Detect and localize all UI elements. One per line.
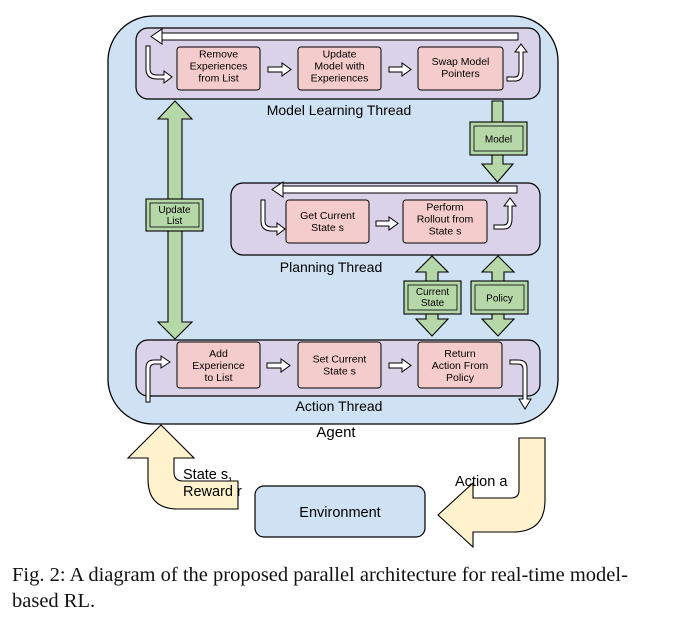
label-line: State bbox=[421, 298, 445, 309]
planning-thread-title: Planning Thread bbox=[280, 259, 382, 275]
planning-entry-arrow bbox=[260, 199, 286, 236]
label-line: Experiences bbox=[190, 61, 248, 73]
update-list-connector bbox=[145, 198, 204, 232]
label-line: Action a bbox=[455, 474, 508, 490]
model-learning-exit-arrow bbox=[506, 43, 528, 82]
label-line: Remove bbox=[199, 49, 238, 61]
label-line: Add bbox=[209, 348, 228, 360]
label-line: Current bbox=[416, 287, 450, 298]
update-list-connector-inner bbox=[149, 202, 200, 228]
label-line: Model with bbox=[314, 61, 364, 73]
label-line: Return bbox=[444, 348, 476, 360]
label-line: Pointers bbox=[441, 68, 480, 80]
arrow-remove-to-update bbox=[267, 62, 292, 77]
label-line: State s, bbox=[183, 467, 232, 483]
arrow-set-to-return bbox=[388, 358, 412, 373]
action-thread-title: Action Thread bbox=[296, 398, 383, 414]
state-reward-label: State s,Reward r bbox=[183, 467, 242, 500]
label-line: Swap Model bbox=[432, 56, 490, 68]
action-loop-arrow bbox=[437, 437, 546, 549]
label-line: Policy bbox=[446, 372, 475, 384]
agent-label: Agent bbox=[316, 424, 356, 441]
label-line: Reward r bbox=[183, 484, 242, 500]
figure-caption: Fig. 2: A diagram of the proposed parall… bbox=[12, 564, 628, 612]
action-entry-arrow bbox=[145, 355, 171, 403]
step-return-action bbox=[417, 341, 503, 389]
step-perform-rollout bbox=[402, 199, 488, 244]
label-line: State s bbox=[323, 366, 356, 378]
planning-thread bbox=[230, 182, 541, 256]
label-line: Model bbox=[485, 135, 512, 146]
label-line: State s bbox=[311, 222, 344, 234]
step-get-current-state bbox=[285, 199, 370, 244]
model-learning-top-return-arrow bbox=[150, 28, 519, 45]
model-connector bbox=[469, 121, 528, 156]
policy-connector bbox=[470, 280, 529, 315]
state-reward-loop-arrow bbox=[126, 424, 239, 510]
label-line: Experiences bbox=[311, 73, 369, 85]
current-state-connector bbox=[403, 280, 462, 315]
policy-label: Policy bbox=[486, 294, 513, 305]
label-line: Update bbox=[323, 49, 357, 61]
step-add-experience bbox=[176, 341, 261, 389]
model-connector-inner bbox=[473, 125, 524, 152]
step-remove-experiences bbox=[176, 46, 261, 91]
step-swap-model-pointers bbox=[417, 46, 504, 91]
label-line: State s bbox=[429, 226, 462, 238]
label-line: Update bbox=[158, 205, 191, 216]
label-line: Experience bbox=[192, 360, 245, 372]
label-line: List bbox=[167, 216, 183, 227]
model-learning-entry-arrow bbox=[145, 45, 173, 84]
model-label: Model bbox=[485, 135, 512, 146]
planning-top-return-arrow bbox=[271, 181, 518, 198]
label-line: Action From bbox=[432, 360, 489, 372]
step-set-current-state bbox=[297, 341, 382, 389]
action-exit-arrow bbox=[509, 359, 532, 410]
planning-exit-arrow bbox=[493, 197, 517, 230]
label-line: to List bbox=[204, 372, 232, 384]
label-line: Get Current bbox=[300, 210, 355, 222]
label-line: from List bbox=[198, 73, 238, 85]
environment-box bbox=[254, 485, 426, 538]
action-a-label: Action a bbox=[455, 474, 508, 490]
arrow-update-to-swap bbox=[388, 62, 412, 77]
current-state-connector-inner bbox=[407, 284, 458, 311]
label-line: Policy bbox=[486, 294, 513, 305]
model-learning-thread-title: Model Learning Thread bbox=[267, 102, 412, 118]
arrow-get-to-rollout bbox=[375, 216, 399, 231]
label-line: Perform bbox=[426, 202, 464, 214]
policy-connector-inner bbox=[474, 284, 525, 311]
label-line: Set Current bbox=[313, 354, 367, 366]
environment-label: Environment bbox=[299, 505, 380, 521]
arrow-add-to-set bbox=[266, 358, 291, 373]
label-line: Rollout from bbox=[417, 214, 474, 226]
step-update-model bbox=[297, 46, 382, 91]
